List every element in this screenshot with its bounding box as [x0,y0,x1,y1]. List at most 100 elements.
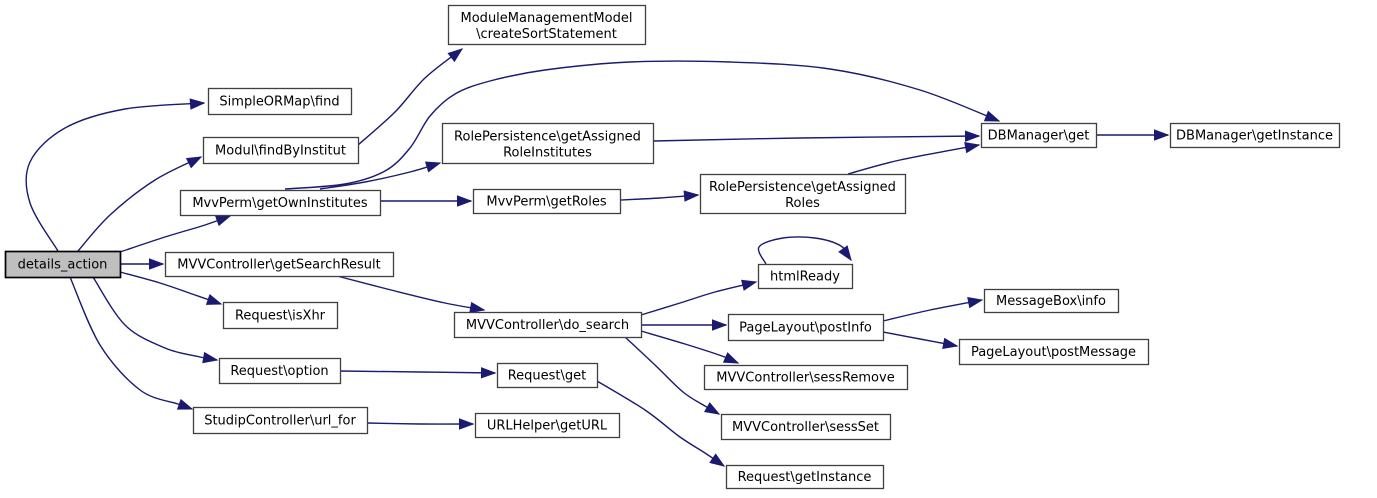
svg-text:MessageBox\info: MessageBox\info [996,294,1106,309]
arrowhead-icon [480,367,497,379]
arrowhead-icon [741,279,758,291]
svg-text:ModuleManagementModel: ModuleManagementModel [461,11,633,26]
node-request-getinstance[interactable]: Request\getInstance [725,464,885,490]
node-request-isxhr[interactable]: Request\isXhr [222,301,339,330]
arrowhead-icon [964,141,981,154]
edge-details_action-to-studipcontroller_url_for [69,276,194,410]
svg-text:RoleInstitutes: RoleInstitutes [503,146,592,161]
node-htmlready[interactable]: htmlReady [757,263,854,290]
edge-details_action-to-modul_findbyinstitut [77,156,203,252]
arrowhead-icon [1154,129,1170,141]
edge-details_action-to-request_isxhr [119,271,223,305]
svg-text:RolePersistence\getAssigned: RolePersistence\getAssigned [709,180,896,195]
arrowhead-icon [704,402,721,415]
node-modulemanagementmodel-createsortstatement[interactable]: ModuleManagementModel\createSortStatemen… [447,4,647,46]
svg-text:\createSortStatement: \createSortStatement [476,27,617,42]
edge-mvvcontroller_do_search-to-mvvcontroller_sessset [624,336,721,415]
arrowhead-icon [459,418,475,430]
edge-mvvcontroller_do_search-to-pagelayout_postinfo [641,319,728,331]
arrowhead-icon [722,352,740,364]
node-mvvcontroller-do-search[interactable]: MVVController\do_search [453,311,643,339]
svg-text:MVVController\getSearchResult: MVVController\getSearchResult [177,258,381,273]
arrowhead-icon [683,190,700,202]
arrowhead-icon [447,48,464,63]
node-dbmanager-getinstance[interactable]: DBManager\getInstance [1169,122,1341,149]
node-modul-findbyinstitut[interactable]: Modul\findByInstitut [202,136,360,165]
node-mvvperm-getowninstitutes[interactable]: MvvPerm\getOwnInstitutes [179,189,382,217]
arrowhead-icon [709,453,726,467]
node-pagelayout-postinfo[interactable]: PageLayout\postInfo [727,313,885,342]
edge-mvvperm_getowninstitutes-to-mvvperm_getroles [380,195,473,207]
edge-rolepersistence_getassignedroleinstitutes-to-dbmanager_get [652,130,981,142]
svg-text:details_action: details_action [18,258,108,273]
edge-mvvcontroller_getsearchresult-to-mvvcontroller_do_search [336,275,486,314]
arrowhead-icon [185,156,203,169]
node-mvvcontroller-sessset[interactable]: MVVController\sessSet [720,413,892,441]
svg-text:Request\isXhr: Request\isXhr [235,309,326,324]
svg-text:PageLayout\postMessage: PageLayout\postMessage [971,345,1136,360]
node-simpleormap-find[interactable]: SimpleORMap\find [207,87,353,116]
node-request-get[interactable]: Request\get [496,362,599,389]
svg-text:StudipController\url_for: StudipController\url_for [204,414,356,429]
edge-mvvcontroller_do_search-to-mvvcontroller_sessremove [640,330,740,364]
node-mvvcontroller-getsearchresult[interactable]: MVVController\getSearchResult [164,251,395,278]
node-details-action[interactable]: details_action [4,250,122,279]
edge-rolepersistence_getassignedroles-to-dbmanager_get [847,141,981,175]
svg-text:RolePersistence\getAssigned: RolePersistence\getAssigned [454,130,641,145]
edge-mvvperm_getowninstitutes-to-dbmanager_get [284,60,1001,190]
edge-dbmanager_get-to-dbmanager_getinstance [1096,129,1170,141]
svg-text:MvvPerm\getOwnInstitutes: MvvPerm\getOwnInstitutes [192,196,368,211]
arrowhead-icon [838,245,852,262]
svg-text:Request\get: Request\get [508,369,587,384]
svg-text:MvvPerm\getRoles: MvvPerm\getRoles [486,195,606,210]
arrowhead-icon [205,294,223,305]
svg-text:Request\getInstance: Request\getInstance [738,470,872,485]
svg-text:DBManager\getInstance: DBManager\getInstance [1176,129,1333,144]
edge-pagelayout_postinfo-to-pagelayout_postmessage [882,331,959,350]
svg-text:SimpleORMap\find: SimpleORMap\find [219,95,339,110]
edge-details_action-to-request_option [92,276,219,364]
arrowhead-icon [967,297,984,309]
arrowhead-icon [983,110,1001,122]
node-mvvperm-getroles[interactable]: MvvPerm\getRoles [472,188,622,215]
edge-mvvperm_getowninstitutes-to-rolepersistence_getassignedroleinstitutes [319,161,442,190]
edge-studipcontroller_url_for-to-urlhelper_geturl [366,418,475,430]
svg-text:MVVController\do_search: MVVController\do_search [466,318,629,333]
node-urlhelper-geturl[interactable]: URLHelper\getURL [474,412,621,439]
edge-pagelayout_postinfo-to-messagebox_info [882,297,984,322]
node-messagebox-info[interactable]: MessageBox\info [983,288,1120,314]
svg-text:DBManager\get: DBManager\get [988,129,1090,144]
edge-details_action-to-mvvcontroller_getsearchresult [120,258,165,270]
node-request-option[interactable]: Request\option [218,357,342,385]
svg-text:Request\option: Request\option [230,364,328,379]
edge-details_action-to-mvvperm_getowninstitutes [119,215,232,253]
edge-modul_findbyinstitut-to-modulemanagementmodel_createsortstatement [357,48,464,146]
svg-text:MVVController\sessRemove: MVVController\sessRemove [716,371,894,386]
svg-text:htmlReady: htmlReady [770,270,840,285]
edge-mvvcontroller_do_search-to-htmlready [640,279,758,316]
node-mvvcontroller-sessremove[interactable]: MVVController\sessRemove [703,364,909,391]
svg-text:PageLayout\postInfo: PageLayout\postInfo [739,321,872,336]
svg-text:URLHelper\getURL: URLHelper\getURL [487,419,608,434]
arrowhead-icon [214,215,232,227]
arrowhead-icon [424,161,442,173]
arrowhead-icon [189,98,206,110]
arrowhead-icon [176,398,194,410]
arrowhead-icon [149,258,165,270]
edge-htmlready-to-htmlready [757,236,852,265]
arrowhead-icon [457,195,473,207]
arrowhead-icon [964,130,981,142]
node-studipcontroller-url-for[interactable]: StudipController\url_for [192,406,369,435]
svg-text:Roles: Roles [785,196,820,211]
arrowhead-icon [942,337,959,350]
node-rolepersistence-getassignedroleinstitutes[interactable]: RolePersistence\getAssignedRoleInstitute… [441,122,655,165]
arrowhead-icon [469,301,486,314]
node-pagelayout-postmessage[interactable]: PageLayout\postMessage [958,338,1150,366]
svg-text:MVVController\sessSet: MVVController\sessSet [732,420,879,435]
svg-text:Modul\findByInstitut: Modul\findByInstitut [215,144,346,159]
edge-details_action-to-simpleormap_find [25,98,206,252]
node-dbmanager-get[interactable]: DBManager\get [980,122,1098,149]
